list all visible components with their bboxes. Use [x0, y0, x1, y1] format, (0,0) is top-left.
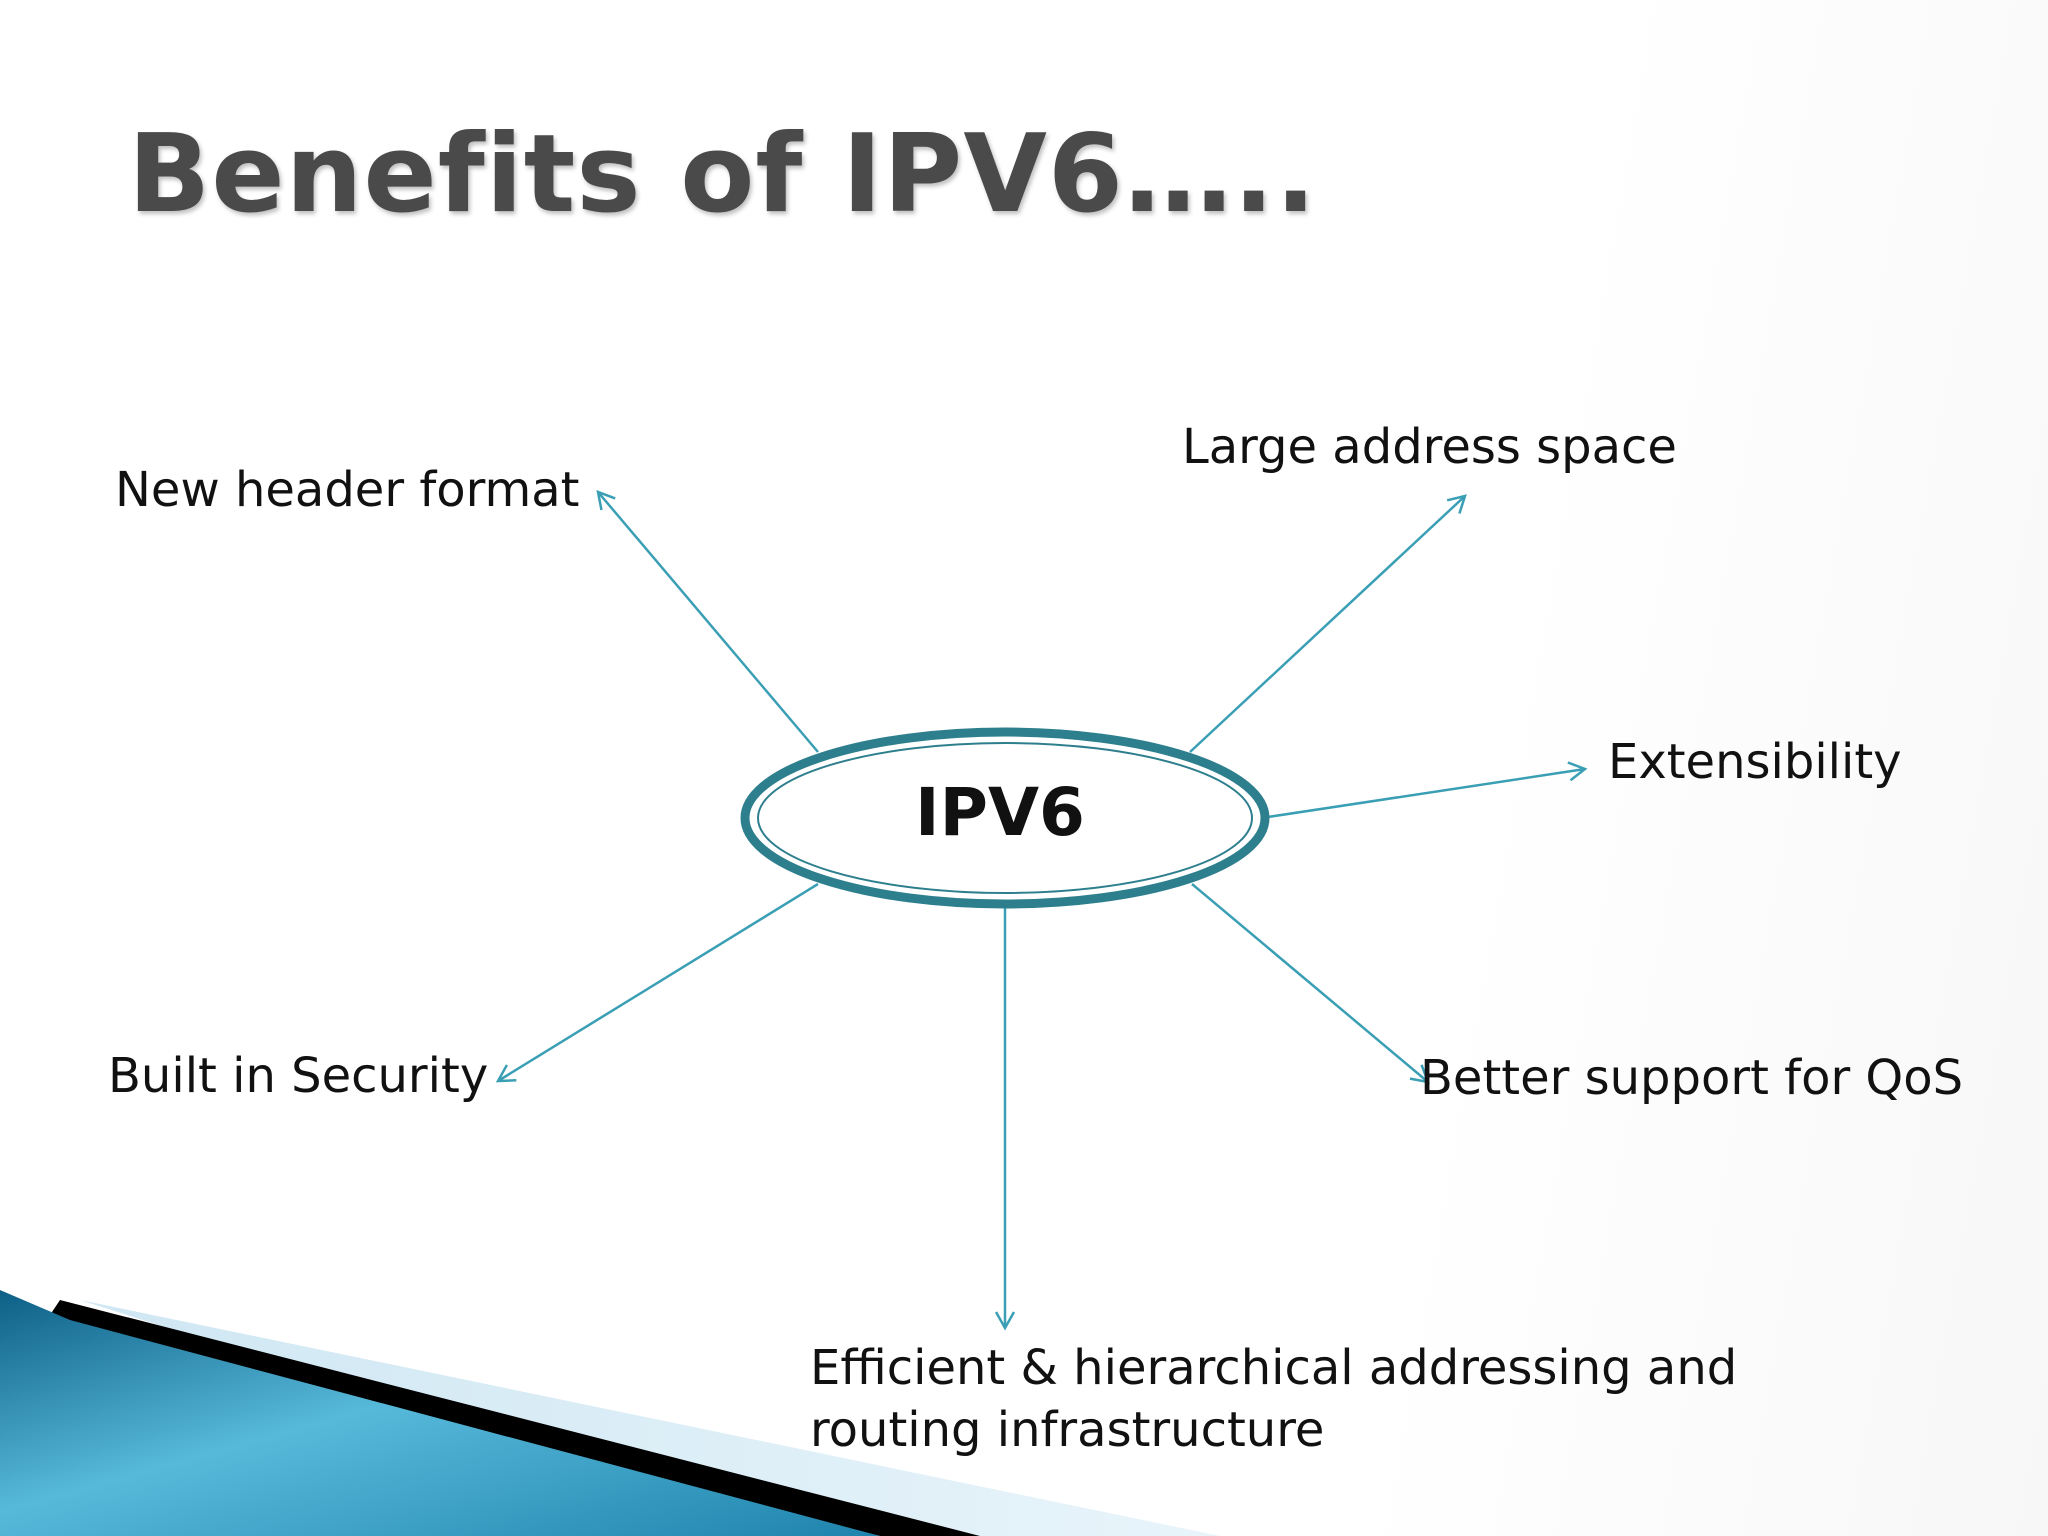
benefit-large-address-space: Large address space: [1182, 419, 1677, 475]
arrow-to-built-in-security: [495, 882, 819, 1083]
benefit-new-header-format: New header format: [115, 462, 580, 518]
benefit-efficient-addressing: Efficient & hierarchical addressing and …: [810, 1337, 1737, 1461]
center-node-ipv6: IPV6: [915, 774, 1085, 851]
benefit-built-in-security: Built in Security: [108, 1048, 489, 1104]
arrow-to-extensibility: [1267, 761, 1588, 819]
benefit-extensibility: Extensibility: [1608, 734, 1902, 790]
center-ellipse: [740, 727, 1270, 909]
arrow-to-large-address-space: [1189, 494, 1467, 753]
benefit-better-support-for-qos: Better support for QoS: [1420, 1050, 1964, 1106]
slide-title: Benefits of IPV6…..: [128, 112, 1318, 237]
arrow-to-better-qos: [1191, 883, 1430, 1084]
benefit-efficient-addressing-line2: routing infrastructure: [810, 1402, 1325, 1458]
benefit-efficient-addressing-line1: Efficient & hierarchical addressing and: [810, 1340, 1738, 1396]
arrow-to-new-header-format: [596, 490, 819, 753]
